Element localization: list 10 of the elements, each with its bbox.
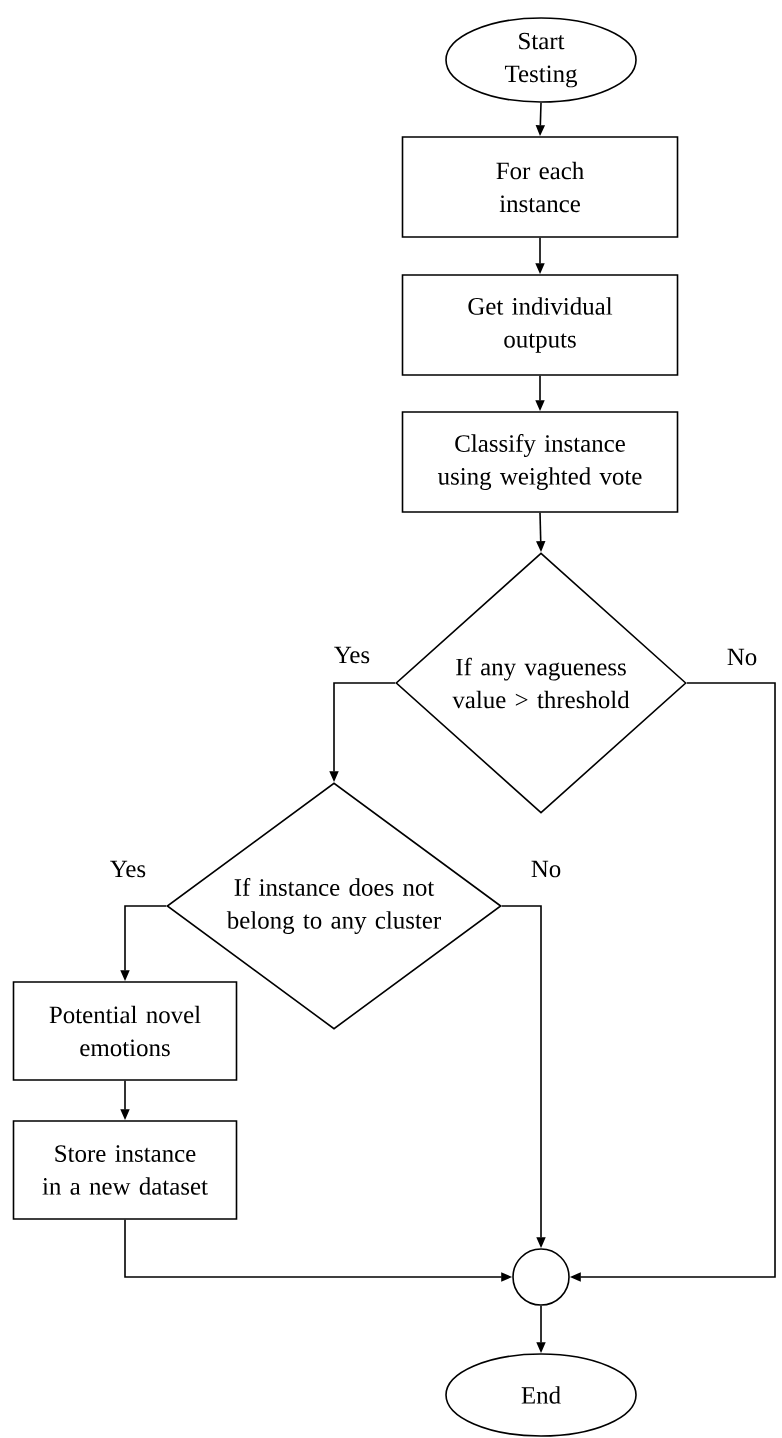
process-box: Classify instance using weighted vote [401, 411, 679, 513]
edge-label: Yes [332, 645, 372, 665]
process-box: Potential novel emotions [12, 981, 238, 1081]
process-box: Store instance in a new dataset [12, 1120, 238, 1220]
edge-label: No [529, 859, 563, 879]
edge-label: Yes [108, 859, 148, 879]
process-box: Get individual outputs [401, 274, 679, 376]
process-box: For each instance [401, 136, 679, 238]
connector-circle [512, 1248, 570, 1306]
edge-label: No [725, 647, 759, 667]
